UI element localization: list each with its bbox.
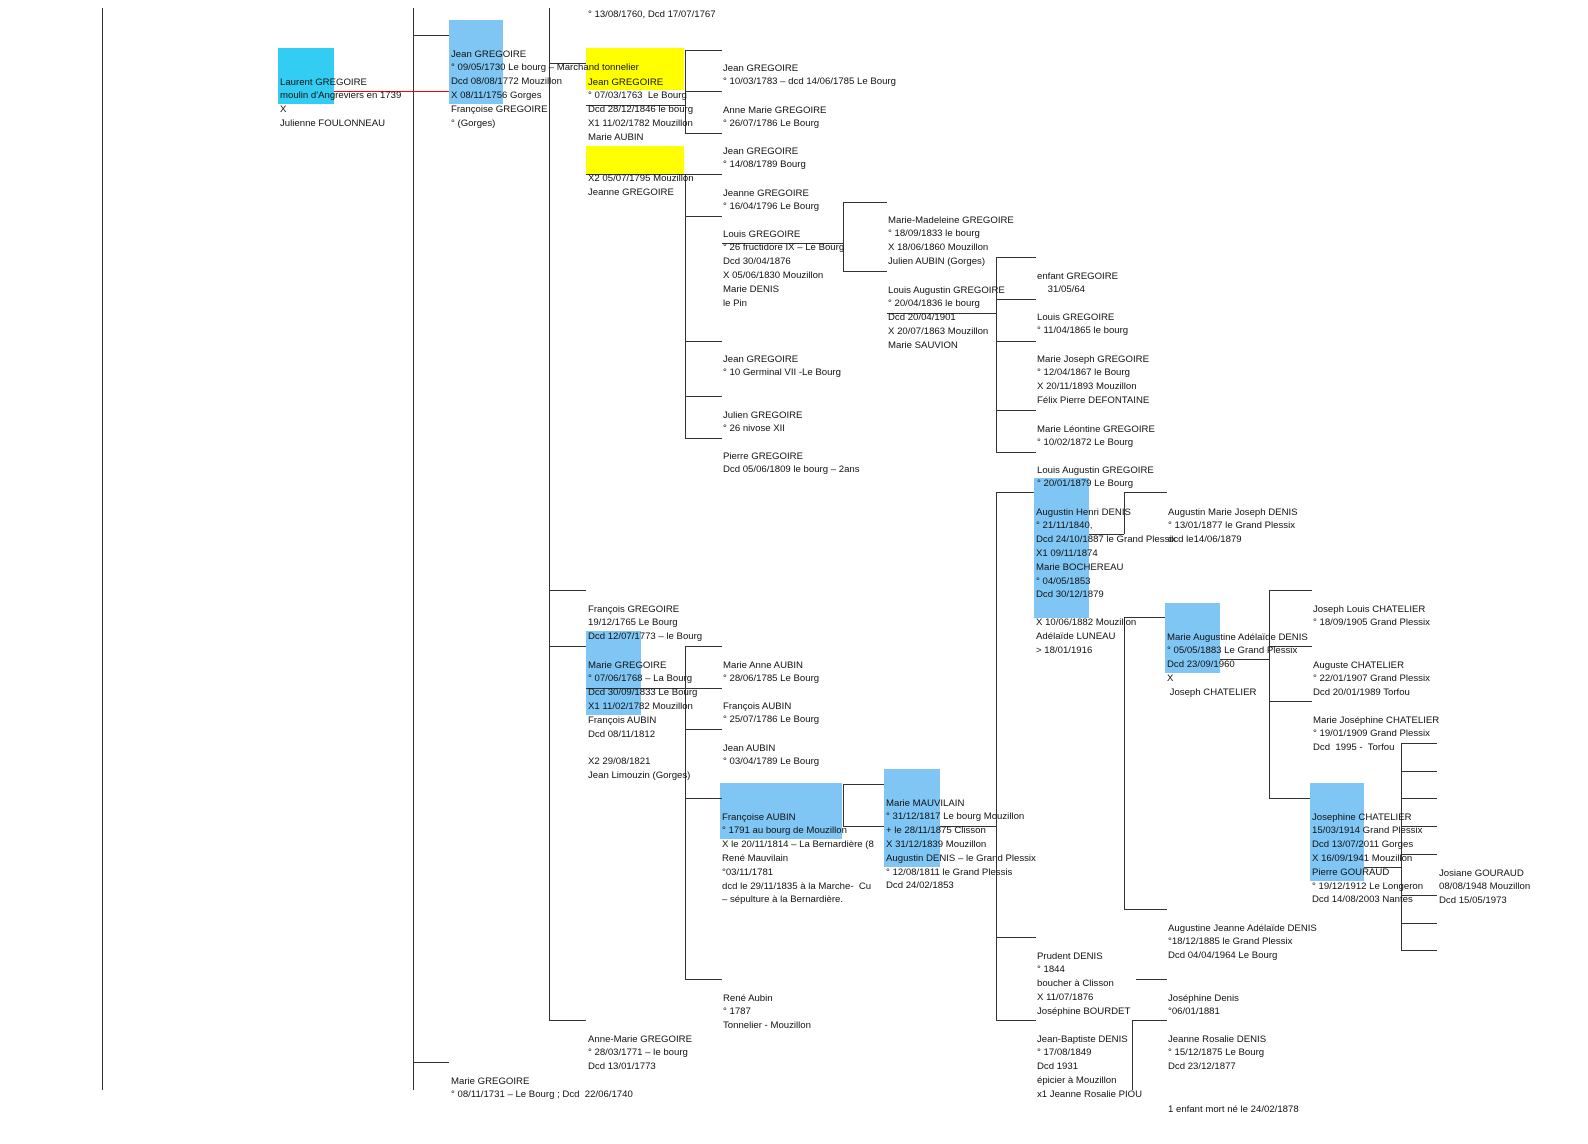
node-child-jean-1783: Jean GREGOIRE° 10/03/1783 – dcd 14/06/17… [723, 62, 896, 88]
node-francois-aubin: François AUBIN° 25/07/1786 Le Bourg [723, 700, 820, 726]
top-note: ° 13/08/1760, Dcd 17/07/1767 [588, 9, 716, 20]
highlight-jean-1763 [586, 48, 684, 90]
node-louis-gregoire: Louis GREGOIRE° 26 fructidore IX – Le Bo… [723, 228, 845, 309]
node-marie-madeleine: Marie-Madeleine GREGOIRE° 18/09/1833 le … [888, 214, 1014, 267]
node-marie-mauvilain: Marie MAUVILAIN° 31/12/1817 Le bourg Mou… [886, 797, 1036, 892]
highlight-josephine [1310, 783, 1364, 881]
highlight-jean-1730 [449, 20, 503, 104]
highlight-augustin-henri [1034, 478, 1089, 618]
node-marie-augustine-adelaide: Marie Augustine Adélaïde DENIS° 05/05/18… [1167, 631, 1308, 698]
node-child-jeanne-1796: Jeanne GREGOIRE° 16/04/1796 Le Bourg [723, 187, 820, 213]
highlight-laurent [278, 48, 334, 104]
node-julien-gregoire: Julien GREGOIRE° 26 nivose XII [723, 409, 803, 435]
node-marie-josephine-chatelier: Marie Joséphine CHATELIER° 19/01/1909 Gr… [1313, 714, 1440, 754]
node-child-jean-1789: Jean GREGOIRE° 14/08/1789 Bourg [723, 145, 806, 171]
highlight-jeanne-x2 [586, 146, 684, 174]
node-marie-leontine: Marie Léontine GREGOIRE° 10/02/1872 Le B… [1037, 423, 1155, 449]
node-jean-germinal: Jean GREGOIRE° 10 Germinal VII -Le Bourg [723, 353, 841, 379]
node-enfant-mort-ne: 1 enfant mort né le 24/02/1878 [1168, 1103, 1299, 1115]
node-louis-1865: Louis GREGOIRE° 11/04/1865 le bourg [1037, 311, 1129, 337]
highlight-francoise-aubin [720, 783, 842, 839]
node-augustin-henri-denis: Augustin Henri DENIS° 21/11/1840,Dcd 24/… [1036, 506, 1177, 656]
node-child-anne-marie-1786: Anne Marie GREGOIRE° 26/07/1786 Le Bourg [723, 104, 827, 130]
node-marie-anne-aubin: Marie Anne AUBIN° 28/06/1785 Le Bourg [723, 659, 820, 685]
node-augustin-marie-joseph: Augustin Marie Joseph DENIS° 13/01/1877 … [1168, 506, 1298, 546]
node-francoise-aubin: Françoise AUBIN° 1791 au bourg de Mouzil… [722, 811, 874, 906]
highlight-marie-aug-adelaide [1165, 603, 1220, 673]
node-enfant-gregoire: enfant GREGOIRE 31/05/64 [1037, 270, 1119, 296]
node-auguste-chatelier: Auguste CHATELIER° 22/01/1907 Grand Ples… [1313, 659, 1430, 699]
node-marie-joseph: Marie Joseph GREGOIRE° 12/04/1867 le Bou… [1037, 353, 1150, 406]
node-josephine-denis: Joséphine Denis°06/01/1881 [1168, 992, 1239, 1018]
node-augustine-jeanne-adelaide: Augustine Jeanne Adélaïde DENIS°18/12/18… [1168, 922, 1317, 962]
node-marie-gregoire-1731: Marie GREGOIRE° 08/11/1731 – Le Bourg ; … [451, 1075, 633, 1101]
highlight-marie-1768 [586, 631, 641, 715]
node-joseph-louis-chatelier: Joseph Louis CHATELIER° 18/09/1905 Grand… [1313, 603, 1430, 629]
node-jean-aubin: Jean AUBIN° 03/04/1789 Le Bourg [723, 742, 820, 768]
node-anne-marie-gregoire: Anne-Marie GREGOIRE° 28/03/1771 – le bou… [588, 1033, 692, 1073]
node-louis-augustin-1879: Louis Augustin GREGOIRE° 20/01/1879 Le B… [1037, 464, 1154, 490]
node-louis-augustin: Louis Augustin GREGOIRE° 20/04/1836 le b… [888, 284, 1005, 351]
highlight-mauvilain [884, 769, 940, 867]
node-jeanne-rosalie-denis: Jeanne Rosalie DENIS° 15/12/1875 Le Bour… [1168, 1033, 1267, 1073]
node-jean-gregoire-1730: Jean GREGOIRE° 09/05/1730 Le bourg – Mar… [451, 48, 639, 129]
